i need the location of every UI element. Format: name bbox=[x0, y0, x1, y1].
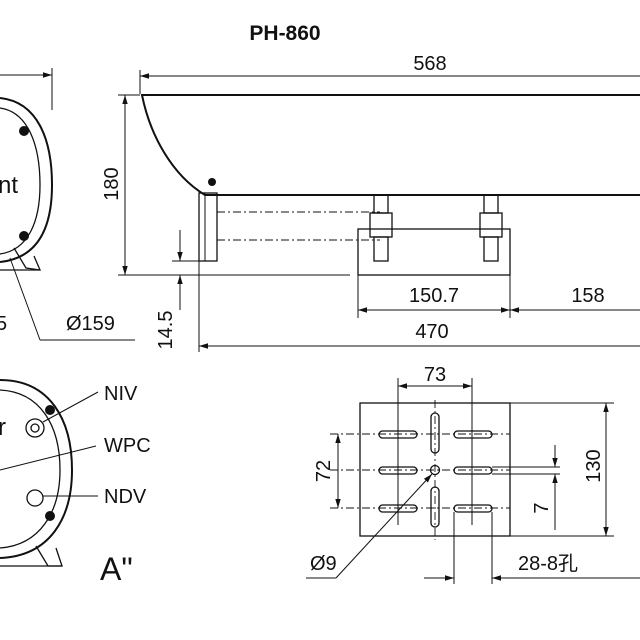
front-view: nt Ø159 5 bbox=[0, 68, 135, 341]
dim-72-label: 72 bbox=[313, 460, 335, 482]
dim-150-7-label: 150.7 bbox=[409, 285, 459, 307]
ndv-connector bbox=[26, 489, 44, 507]
slot bbox=[378, 430, 418, 439]
front-housing-outer bbox=[0, 97, 54, 263]
rear-housing-inner bbox=[0, 389, 61, 549]
dim-180-label: 180 bbox=[101, 167, 123, 200]
dim-partial-label: 5 bbox=[0, 313, 7, 335]
view-label-a: A" bbox=[100, 551, 133, 587]
front-screw bbox=[19, 126, 29, 136]
front-housing-inner bbox=[0, 107, 41, 255]
niv-connector-core bbox=[30, 423, 40, 433]
housing-body bbox=[140, 94, 640, 196]
dim-7-label: 7 bbox=[531, 502, 553, 513]
rear-screw bbox=[45, 405, 55, 415]
slot bbox=[453, 466, 493, 475]
dim-130-label: 130 bbox=[583, 449, 605, 482]
mount-post bbox=[479, 194, 503, 262]
housing-screw bbox=[208, 178, 216, 186]
leader-wpc bbox=[0, 445, 97, 471]
slot bbox=[430, 412, 440, 454]
plate-view: 73 72 130 7 bbox=[306, 364, 640, 584]
dim-568-label: 568 bbox=[413, 53, 446, 75]
rear-view: r NIV WPC NDV A" bbox=[0, 379, 151, 587]
mount-post bbox=[369, 194, 393, 262]
dim-14-5-label: 14.5 bbox=[155, 311, 177, 350]
front-bracket bbox=[198, 192, 218, 262]
leader-159 bbox=[9, 257, 41, 341]
rear-label-fragment: r bbox=[0, 414, 6, 441]
mount-slots bbox=[378, 412, 493, 528]
dim-dia-9-label: Ø9 bbox=[310, 553, 337, 575]
callout-ndv: NDV bbox=[104, 486, 147, 508]
rear-screw bbox=[45, 511, 55, 521]
leader-niv bbox=[42, 391, 99, 423]
callout-niv: NIV bbox=[104, 383, 138, 405]
dim-158-label: 158 bbox=[571, 285, 604, 307]
drawing-title: PH-860 bbox=[249, 22, 320, 45]
front-label-fragment: nt bbox=[0, 172, 18, 199]
rear-bracket bbox=[35, 545, 63, 567]
center-hole bbox=[429, 464, 441, 476]
leader-dia-9 bbox=[335, 473, 433, 579]
slot bbox=[378, 466, 418, 475]
callout-wpc: WPC bbox=[104, 435, 151, 457]
slot bbox=[430, 486, 440, 528]
base-plate bbox=[357, 228, 511, 276]
dim-159-label: Ø159 bbox=[66, 313, 115, 335]
slot bbox=[453, 430, 493, 439]
rear-housing-outer bbox=[0, 379, 74, 559]
dim-470-label: 470 bbox=[415, 321, 448, 343]
side-view: 568 180 14.5 bbox=[101, 53, 640, 352]
dim-73-label: 73 bbox=[424, 364, 446, 386]
front-screw bbox=[19, 231, 29, 241]
slot bbox=[378, 504, 418, 513]
slot bbox=[453, 504, 493, 513]
dim-28-8-label: 28-8孔 bbox=[518, 552, 578, 575]
niv-connector bbox=[25, 418, 45, 438]
front-bracket bbox=[13, 247, 42, 271]
